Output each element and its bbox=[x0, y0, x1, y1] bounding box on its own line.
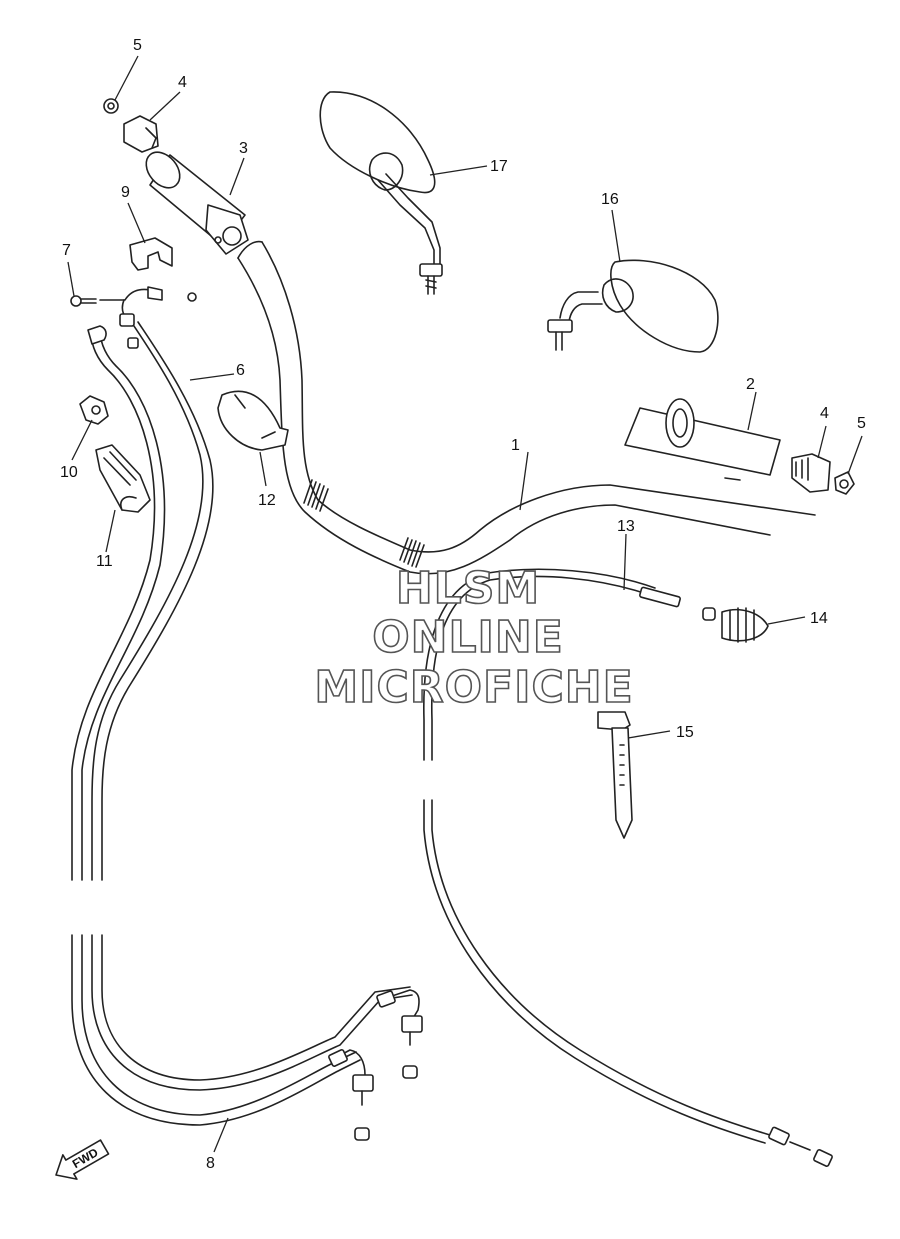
callout-8: 8 bbox=[206, 1155, 215, 1172]
guide bbox=[95, 444, 151, 513]
callout-5-left: 5 bbox=[133, 37, 142, 54]
clamp bbox=[79, 395, 109, 425]
callout-15: 15 bbox=[676, 724, 694, 741]
clutch-cable bbox=[423, 568, 833, 1167]
callout-11: 11 bbox=[96, 553, 113, 570]
callout-2: 2 bbox=[746, 376, 755, 393]
nut-right bbox=[834, 471, 855, 495]
callout-5-right: 5 bbox=[857, 415, 866, 432]
grip-end-right bbox=[791, 453, 831, 493]
handlebar-knurl-left bbox=[303, 479, 329, 512]
handlebar-holder bbox=[217, 390, 289, 451]
callout-13: 13 bbox=[617, 518, 635, 535]
mirror-right bbox=[319, 91, 443, 295]
callout-4-right: 4 bbox=[820, 405, 829, 422]
cable-end-lower bbox=[328, 1049, 374, 1141]
screw bbox=[70, 295, 97, 307]
watermark-line-2: ONLINE bbox=[372, 612, 564, 663]
handlebar-knurl-right bbox=[399, 537, 425, 568]
cable-boot bbox=[702, 607, 769, 643]
callout-6: 6 bbox=[236, 362, 245, 379]
callout-7: 7 bbox=[62, 242, 71, 259]
callout-9: 9 bbox=[121, 184, 130, 201]
callout-3: 3 bbox=[239, 140, 248, 157]
leader-lines bbox=[67, 55, 863, 1153]
cable-fitting-upper bbox=[99, 286, 197, 321]
callout-17: 17 bbox=[490, 158, 508, 175]
callout-12: 12 bbox=[258, 492, 276, 509]
callout-1: 1 bbox=[511, 437, 520, 454]
mirror-left bbox=[547, 259, 719, 353]
throttle-grip bbox=[145, 151, 249, 255]
grip-left bbox=[624, 398, 781, 476]
grip-end-left bbox=[123, 115, 159, 153]
throttle-cable-1 bbox=[91, 313, 413, 1091]
watermark-line-1: HLSM bbox=[396, 563, 540, 614]
callout-4-left: 4 bbox=[178, 74, 187, 91]
callout-14: 14 bbox=[810, 610, 828, 627]
nut-left bbox=[103, 98, 119, 114]
handlebar bbox=[237, 240, 816, 575]
throttle-cable-2 bbox=[71, 325, 361, 1126]
holder bbox=[129, 237, 173, 271]
watermark-line-3: MICROFICHE bbox=[314, 662, 633, 713]
cable-band bbox=[597, 711, 633, 839]
watermark: HLSM ONLINE MICROFICHE bbox=[314, 562, 634, 714]
callout-16: 16 bbox=[601, 191, 619, 208]
callout-labels: 1 2 3 4 4 5 5 6 7 8 9 10 11 12 13 14 15 … bbox=[60, 37, 866, 1172]
fwd-arrow-icon: FWD bbox=[55, 1139, 110, 1180]
callout-10: 10 bbox=[60, 464, 78, 481]
cable-end-upper bbox=[376, 989, 423, 1079]
